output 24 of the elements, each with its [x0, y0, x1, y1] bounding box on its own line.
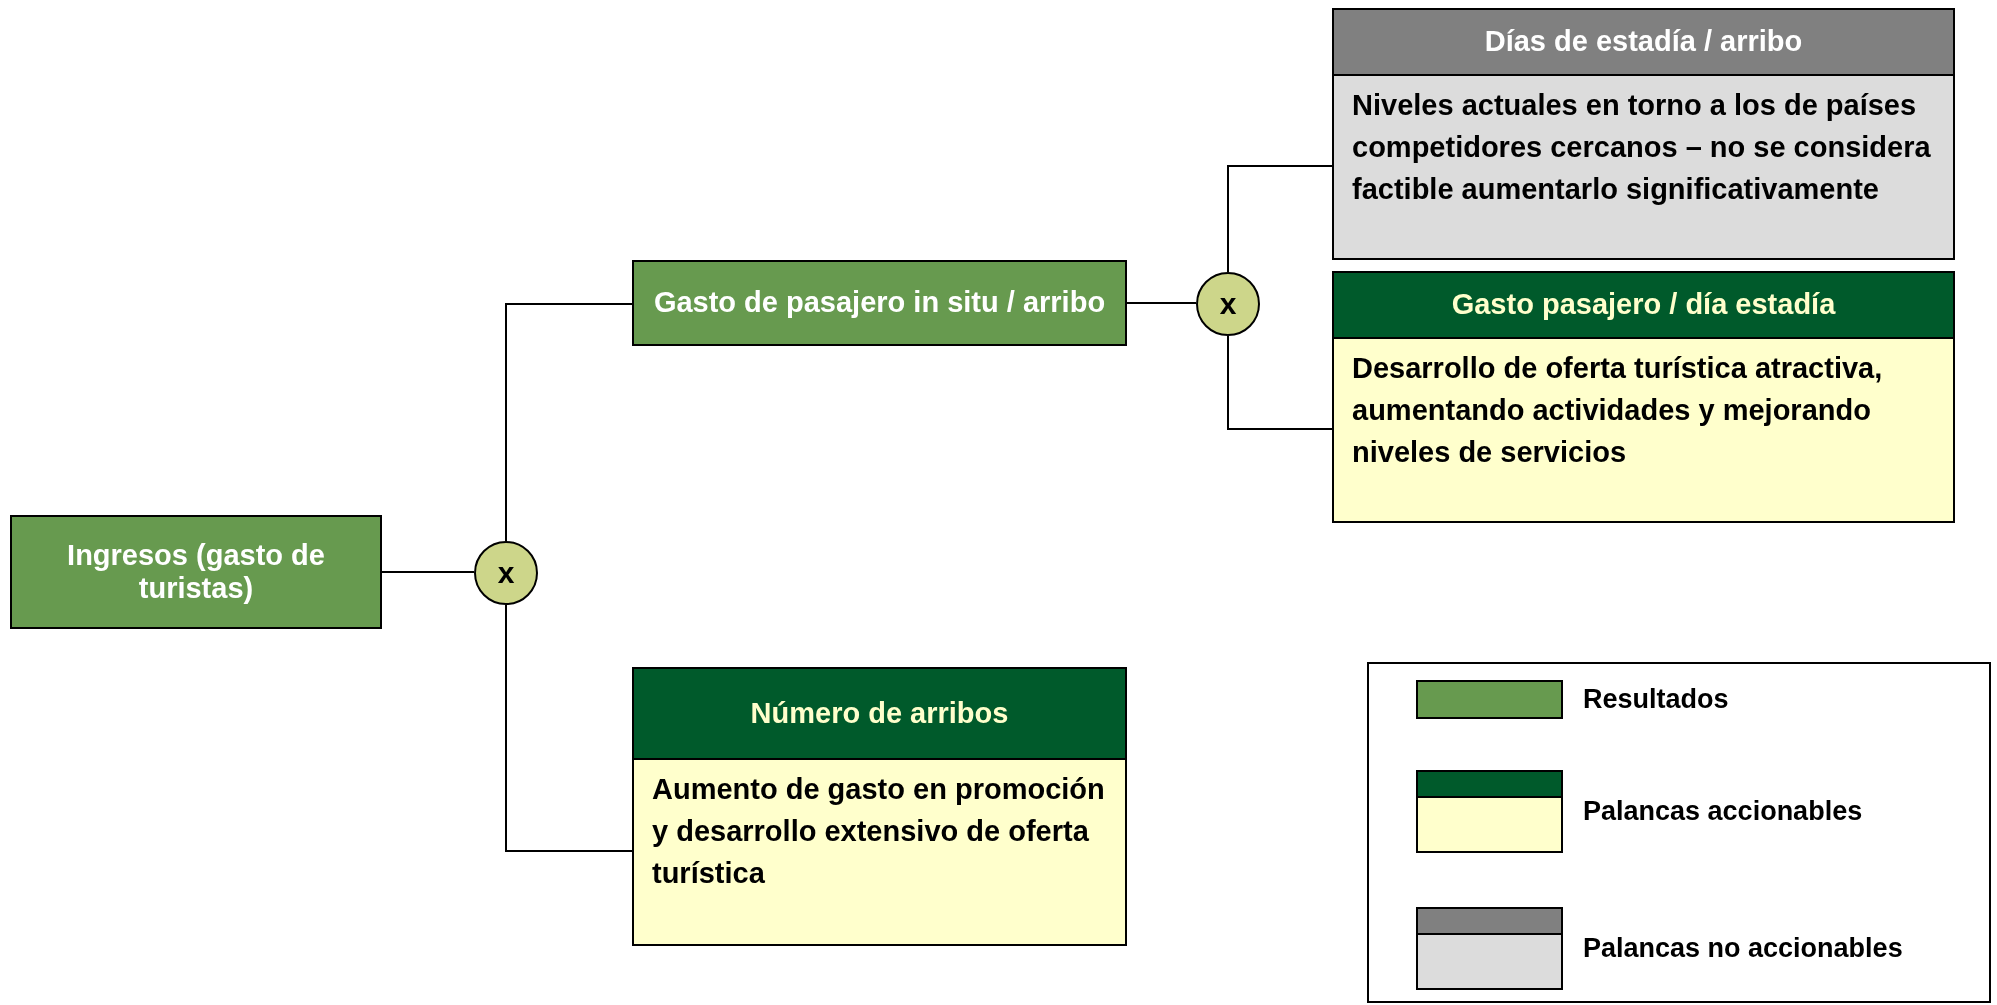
connector-line [1227, 165, 1333, 273]
connector-line [505, 303, 633, 542]
connector-line [381, 571, 475, 573]
legend-label: Palancas no accionables [1583, 932, 1903, 964]
lever-card [1332, 8, 1955, 260]
result-box [10, 515, 382, 629]
connector-line [505, 604, 633, 852]
multiply-circle: x [474, 541, 538, 605]
legend-label: Resultados [1583, 683, 1729, 715]
result-box [632, 260, 1127, 346]
card-title: Días de estadía / arribo [1484, 25, 1803, 59]
box-title: Gasto de pasajero in situ / arribo [653, 286, 1106, 320]
card-title: Gasto pasajero / día estadía [1451, 288, 1836, 322]
lever-card [632, 667, 1127, 946]
box-title: Ingresos (gasto de turistas) [66, 538, 326, 606]
multiply-circle: x [1196, 272, 1260, 336]
connector-line [1227, 335, 1333, 430]
card-title: Número de arribos [750, 696, 1009, 731]
legend-label: Palancas accionables [1583, 795, 1863, 827]
card-text: Aumento de gasto en promoción y desarrollo extensivo de oferta turística [651, 772, 1106, 892]
card-text: Desarrollo de oferta turística atractiva, aumentando actividades y mejorando niveles de servicios [1351, 351, 1884, 471]
card-text: Niveles actuales en torno a los de países competidores cercanos – no se considera factible aumentarlo significativamente [1351, 88, 1932, 208]
connector-line [1126, 302, 1197, 304]
lever-card [1332, 271, 1955, 523]
